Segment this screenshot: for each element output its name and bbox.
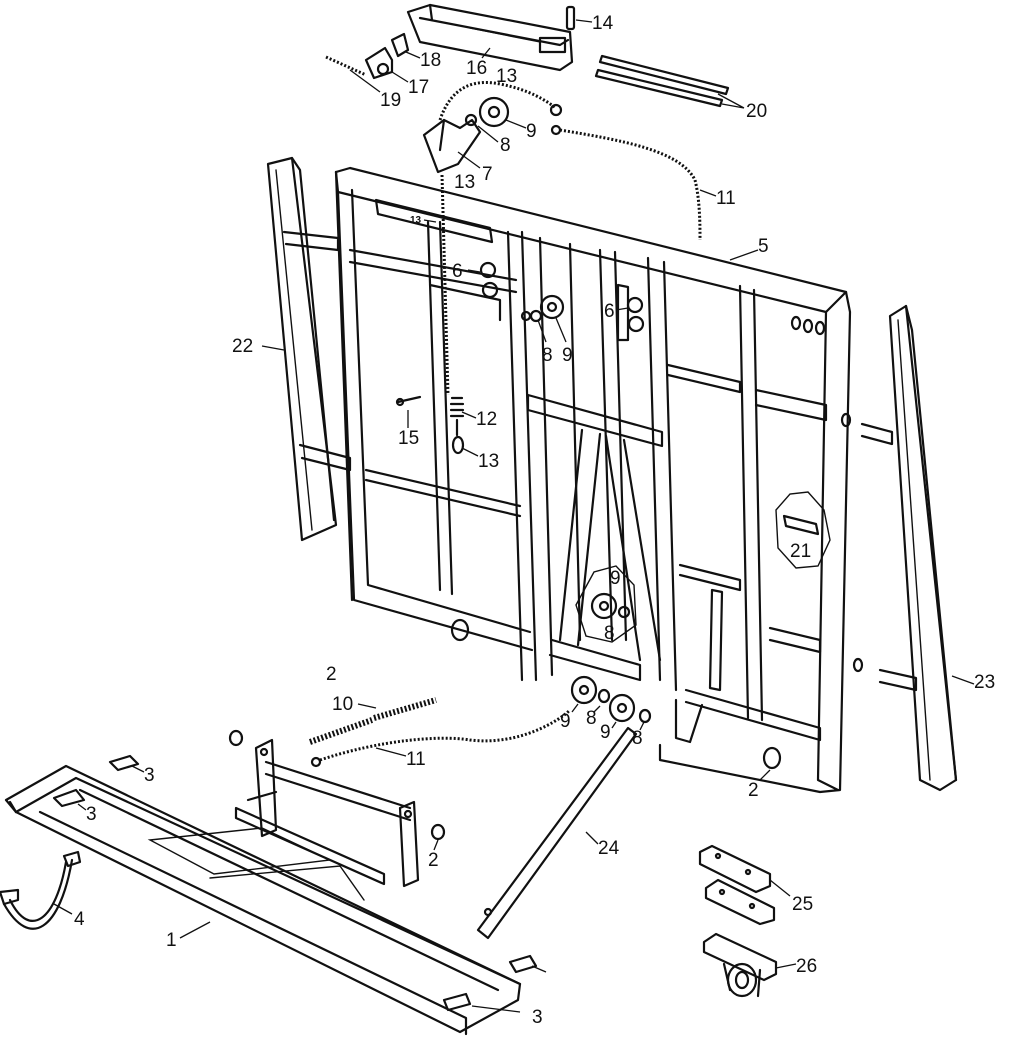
callout-label: 24 xyxy=(598,838,620,859)
callout-label: 4 xyxy=(74,909,85,930)
part-20-rods xyxy=(594,54,730,108)
callout-label: 9 xyxy=(560,711,571,732)
part-1-base-frame xyxy=(4,738,522,1036)
part-11-upper-cable xyxy=(550,124,702,241)
callout-label: 5 xyxy=(758,236,769,257)
part-23-right-post xyxy=(860,304,958,792)
callout-label: 26 xyxy=(796,956,817,977)
callout-label: 16 xyxy=(466,58,487,79)
callout-label: 13 xyxy=(496,66,517,87)
part-25-plates xyxy=(698,844,776,926)
callout-label: 9 xyxy=(610,568,621,589)
callout-labels: 14 16 13 18 17 19 20 9 8 7 13 11 13 5 6 … xyxy=(53,13,995,1028)
callout-label: 14 xyxy=(592,13,614,34)
callout-label: 18 xyxy=(420,50,441,71)
callout-label: 23 xyxy=(974,672,995,693)
callout-label: 11 xyxy=(406,749,426,770)
callout-label: 21 xyxy=(790,541,811,562)
callout-label: 19 xyxy=(380,90,401,111)
part-2-bushing-base xyxy=(430,823,446,841)
part-22-left-post xyxy=(266,156,352,542)
part-7-pulley-bracket xyxy=(422,118,482,174)
callout-label: 3 xyxy=(86,804,97,825)
part-2-bushing-right xyxy=(762,746,782,770)
callout-label: 9 xyxy=(600,722,611,743)
callout-label: 2 xyxy=(428,850,439,871)
part-2-bushing-center xyxy=(450,618,470,642)
part-10-springs xyxy=(308,697,437,745)
callout-label: 10 xyxy=(332,694,353,715)
callout-label: 22 xyxy=(232,336,253,357)
part-9-lower-pulleys xyxy=(570,675,652,724)
part-26-caster xyxy=(702,932,778,998)
callout-label: 7 xyxy=(482,164,493,185)
callout-label: 8 xyxy=(500,135,511,156)
part-13-vertical-cable xyxy=(440,174,450,396)
callout-label: 20 xyxy=(746,101,767,122)
callout-label: 11 xyxy=(716,188,736,209)
part-13-upper-cable xyxy=(438,81,563,121)
callout-label: 25 xyxy=(792,894,813,915)
part-11-lower-cable xyxy=(310,708,572,768)
callout-label: 8 xyxy=(604,623,615,644)
part-14-pin xyxy=(565,5,576,31)
part-2-bushing-left xyxy=(228,729,244,747)
callout-label: 9 xyxy=(526,121,537,142)
part-16-top-bracket xyxy=(406,3,574,72)
callout-label-small: 13 xyxy=(410,215,422,226)
callout-label: 6 xyxy=(604,301,615,322)
callout-label: 1 xyxy=(166,930,177,951)
callout-label: 8 xyxy=(632,728,643,749)
part-6-nuts-left xyxy=(479,261,499,299)
callout-label: 3 xyxy=(532,1007,543,1028)
part-9-upper-pulley xyxy=(464,96,510,128)
callout-label: 12 xyxy=(476,409,497,430)
callout-label: 15 xyxy=(398,428,419,449)
part-21-cutaway-plate xyxy=(775,491,831,569)
callout-label: 2 xyxy=(748,780,759,801)
part-6-nuts-right xyxy=(626,296,645,333)
callout-label: 2 xyxy=(326,664,337,685)
part-19-bolt xyxy=(325,55,367,77)
callout-label: 8 xyxy=(542,345,553,366)
part-12-spring xyxy=(449,396,465,455)
callout-label: 13 xyxy=(478,451,499,472)
callout-label: 3 xyxy=(144,765,155,786)
part-15-bolt xyxy=(395,395,422,407)
callout-label: 17 xyxy=(408,77,429,98)
part-4-handle xyxy=(0,850,82,930)
callout-label: 13 xyxy=(454,172,475,193)
part-9-middle-pulley xyxy=(520,294,565,323)
part-9-lower-frame-pulley xyxy=(575,565,637,643)
part-24-support-arm xyxy=(476,726,638,940)
callout-label: 9 xyxy=(562,345,573,366)
part-3-pads xyxy=(52,754,538,1012)
callout-label: 8 xyxy=(586,708,597,729)
part-17-18-bracket xyxy=(364,32,410,80)
callout-label: 6 xyxy=(452,261,463,282)
